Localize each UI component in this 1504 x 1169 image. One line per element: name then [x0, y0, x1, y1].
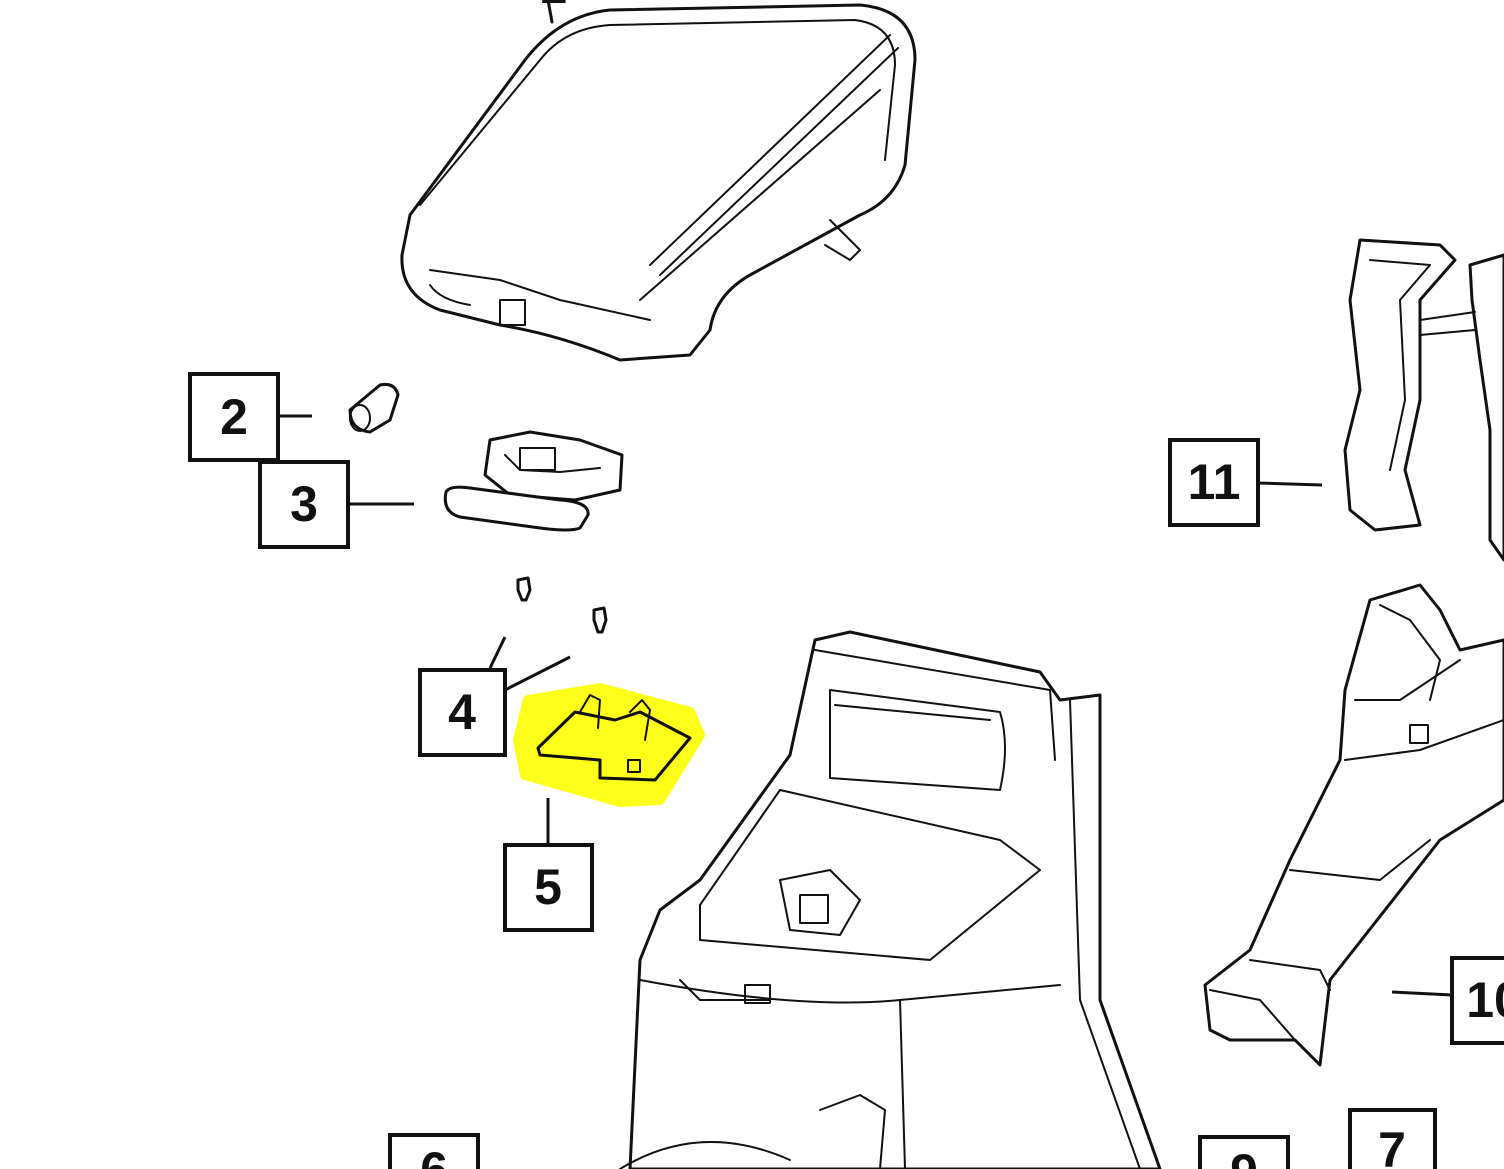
callout-3: 3 [258, 460, 350, 549]
leader-lines [278, 414, 1453, 997]
callout-11: 11 [1168, 438, 1260, 527]
callout-7-label: 9 [1230, 1144, 1258, 1169]
part-screws [516, 576, 608, 634]
callout-9: 7 [1348, 1108, 1437, 1169]
part-bracket-highlighted [513, 683, 705, 807]
callout-11-label: 11 [1188, 454, 1241, 510]
highlight-marker [513, 683, 705, 807]
callout-4: 4 [418, 668, 507, 757]
callout-6-label: 6 [420, 1142, 448, 1169]
callout-10: 10 [1450, 956, 1504, 1045]
callout-3-label: 3 [290, 476, 318, 532]
part-knob [348, 383, 400, 434]
callout-4-label: 4 [448, 684, 476, 740]
callout-6: 6 [388, 1133, 480, 1169]
callout-5: 5 [503, 843, 594, 932]
part-long-duct [1203, 583, 1504, 1067]
callout-10-label: 10 [1466, 972, 1504, 1028]
callout-7: 9 [1198, 1135, 1290, 1169]
callout-5-label: 5 [534, 859, 562, 915]
part-latch [443, 430, 624, 532]
part-armrest-lid [400, 0, 917, 362]
callout-1-partial: 1 [539, 0, 567, 14]
part-vent-duct [1343, 238, 1504, 562]
callout-2-label: 2 [220, 389, 248, 445]
callout-9-label: 7 [1378, 1122, 1406, 1169]
callout-1-label: 1 [539, 0, 567, 14]
callout-2: 2 [188, 372, 280, 462]
part-center-console [619, 630, 1162, 1169]
